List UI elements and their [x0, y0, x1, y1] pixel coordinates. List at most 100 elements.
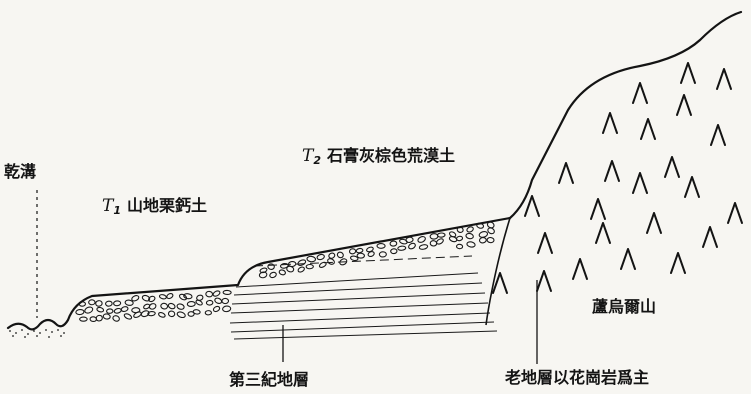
granite-chevron: [676, 94, 692, 116]
gravel-pebble: [486, 236, 495, 244]
gravel-pebble: [105, 300, 113, 307]
gravel-pebble: [148, 303, 157, 310]
gravel-pebble: [376, 243, 386, 249]
t1-subscript: 1: [113, 204, 121, 217]
gravel-pebble: [124, 299, 134, 306]
gravel-pebble: [84, 306, 94, 314]
gravel-pebble: [176, 303, 185, 310]
gravel-pebble: [336, 251, 344, 259]
gravel-pebble: [196, 294, 204, 301]
gravel-pebble: [183, 293, 193, 300]
gravel-pebble: [355, 247, 364, 254]
granite-chevron: [670, 252, 686, 274]
gravel-pebble: [408, 242, 416, 250]
gravel-pebble: [348, 248, 357, 255]
gravel-pebble: [204, 310, 212, 316]
gravel-pebble: [112, 315, 120, 322]
terrain-profile: [6, 10, 743, 331]
gravel-pebble: [133, 311, 142, 319]
gravel-pebble: [397, 245, 407, 251]
gravel-pebble: [148, 295, 156, 303]
gravel-pebble: [222, 305, 232, 313]
gravel-pebble: [95, 314, 103, 322]
gravel-pebble: [123, 313, 133, 320]
t2-gravel-layer: [253, 221, 495, 279]
gravel-pebble: [160, 302, 169, 310]
tertiary-strata: [229, 272, 498, 340]
gravel-pebble: [212, 290, 221, 297]
gravel-pebble: [328, 252, 336, 259]
gravel-pebble: [278, 269, 286, 276]
granite-chevron: [595, 222, 611, 244]
gravel-pebble: [436, 238, 444, 245]
t1-symbol: T: [102, 196, 114, 216]
gravel-pebble: [327, 258, 335, 265]
gravel-pebble: [205, 299, 214, 306]
gravel-pebble: [466, 241, 476, 248]
gravel-pebble: [141, 294, 151, 302]
granite-chevron: [620, 248, 636, 270]
gravel-pebble: [286, 265, 295, 273]
granite-chevron: [702, 226, 718, 248]
gully-label: 乾溝: [4, 162, 37, 181]
granite-chevron: [664, 156, 680, 178]
granite-chevron: [524, 195, 540, 217]
t2-subscript: 2: [313, 154, 321, 167]
gravel-pebble: [147, 310, 156, 317]
gravel-pebble: [297, 266, 305, 273]
gravel-pebble: [258, 271, 268, 279]
gravel-pebble: [390, 248, 398, 255]
gravel-pebble: [429, 240, 438, 247]
gravel-pebble: [378, 251, 387, 258]
gravel-pebble: [367, 251, 375, 258]
granite-chevron: [632, 82, 648, 104]
gravel-pebble: [88, 299, 96, 306]
gravel-pebble: [120, 306, 129, 313]
gravel-pebble: [158, 294, 167, 300]
gravel-pebble: [306, 255, 317, 263]
gravel-pebble: [478, 237, 487, 244]
gravel-pebble: [269, 271, 277, 279]
granite-chevron: [646, 212, 662, 234]
old-strata-label: 老地層以花崗岩爲主: [505, 368, 650, 387]
gravel-pebble: [79, 316, 88, 322]
granite-chevron: [727, 202, 743, 224]
gravel-pebble: [131, 295, 140, 302]
gravel-pebble: [417, 236, 426, 243]
gully-sediment: [9, 329, 65, 338]
granite-chevron: [684, 176, 700, 198]
granite-chevron: [710, 124, 726, 146]
gravel-pebble: [436, 232, 446, 238]
fault-line: [485, 217, 511, 326]
gravel-pebble: [466, 226, 474, 233]
gravel-pebble: [280, 262, 289, 269]
gravel-pebble: [186, 301, 196, 307]
granite-chevron: [680, 62, 696, 84]
gravel-pebble: [418, 244, 429, 250]
granite-chevron: [590, 198, 606, 220]
granite-symbols: [492, 62, 743, 294]
gravel-pebble: [166, 292, 174, 300]
mountain-label: 蘆烏爾山: [592, 297, 657, 316]
gravel-pebble: [192, 309, 201, 315]
gravel-pebble: [267, 263, 275, 270]
gravel-pebble: [95, 300, 103, 307]
gravel-pebble: [429, 233, 439, 240]
gravel-pebble: [221, 297, 230, 305]
gravel-pebble: [96, 306, 105, 313]
gravel-pebble: [113, 300, 122, 307]
granite-chevron: [604, 160, 620, 182]
gravel-pebble: [102, 313, 111, 320]
gravel-pebble: [212, 305, 221, 313]
gravel-pebble: [158, 312, 166, 318]
granite-chevron: [602, 112, 618, 134]
granite-chevron: [492, 272, 508, 294]
gravel-pebble: [455, 235, 464, 242]
gravel-pebble: [455, 243, 464, 250]
gravel-pebble: [349, 255, 359, 262]
gravel-pebble: [167, 302, 176, 310]
gravel-pebble: [389, 240, 398, 247]
